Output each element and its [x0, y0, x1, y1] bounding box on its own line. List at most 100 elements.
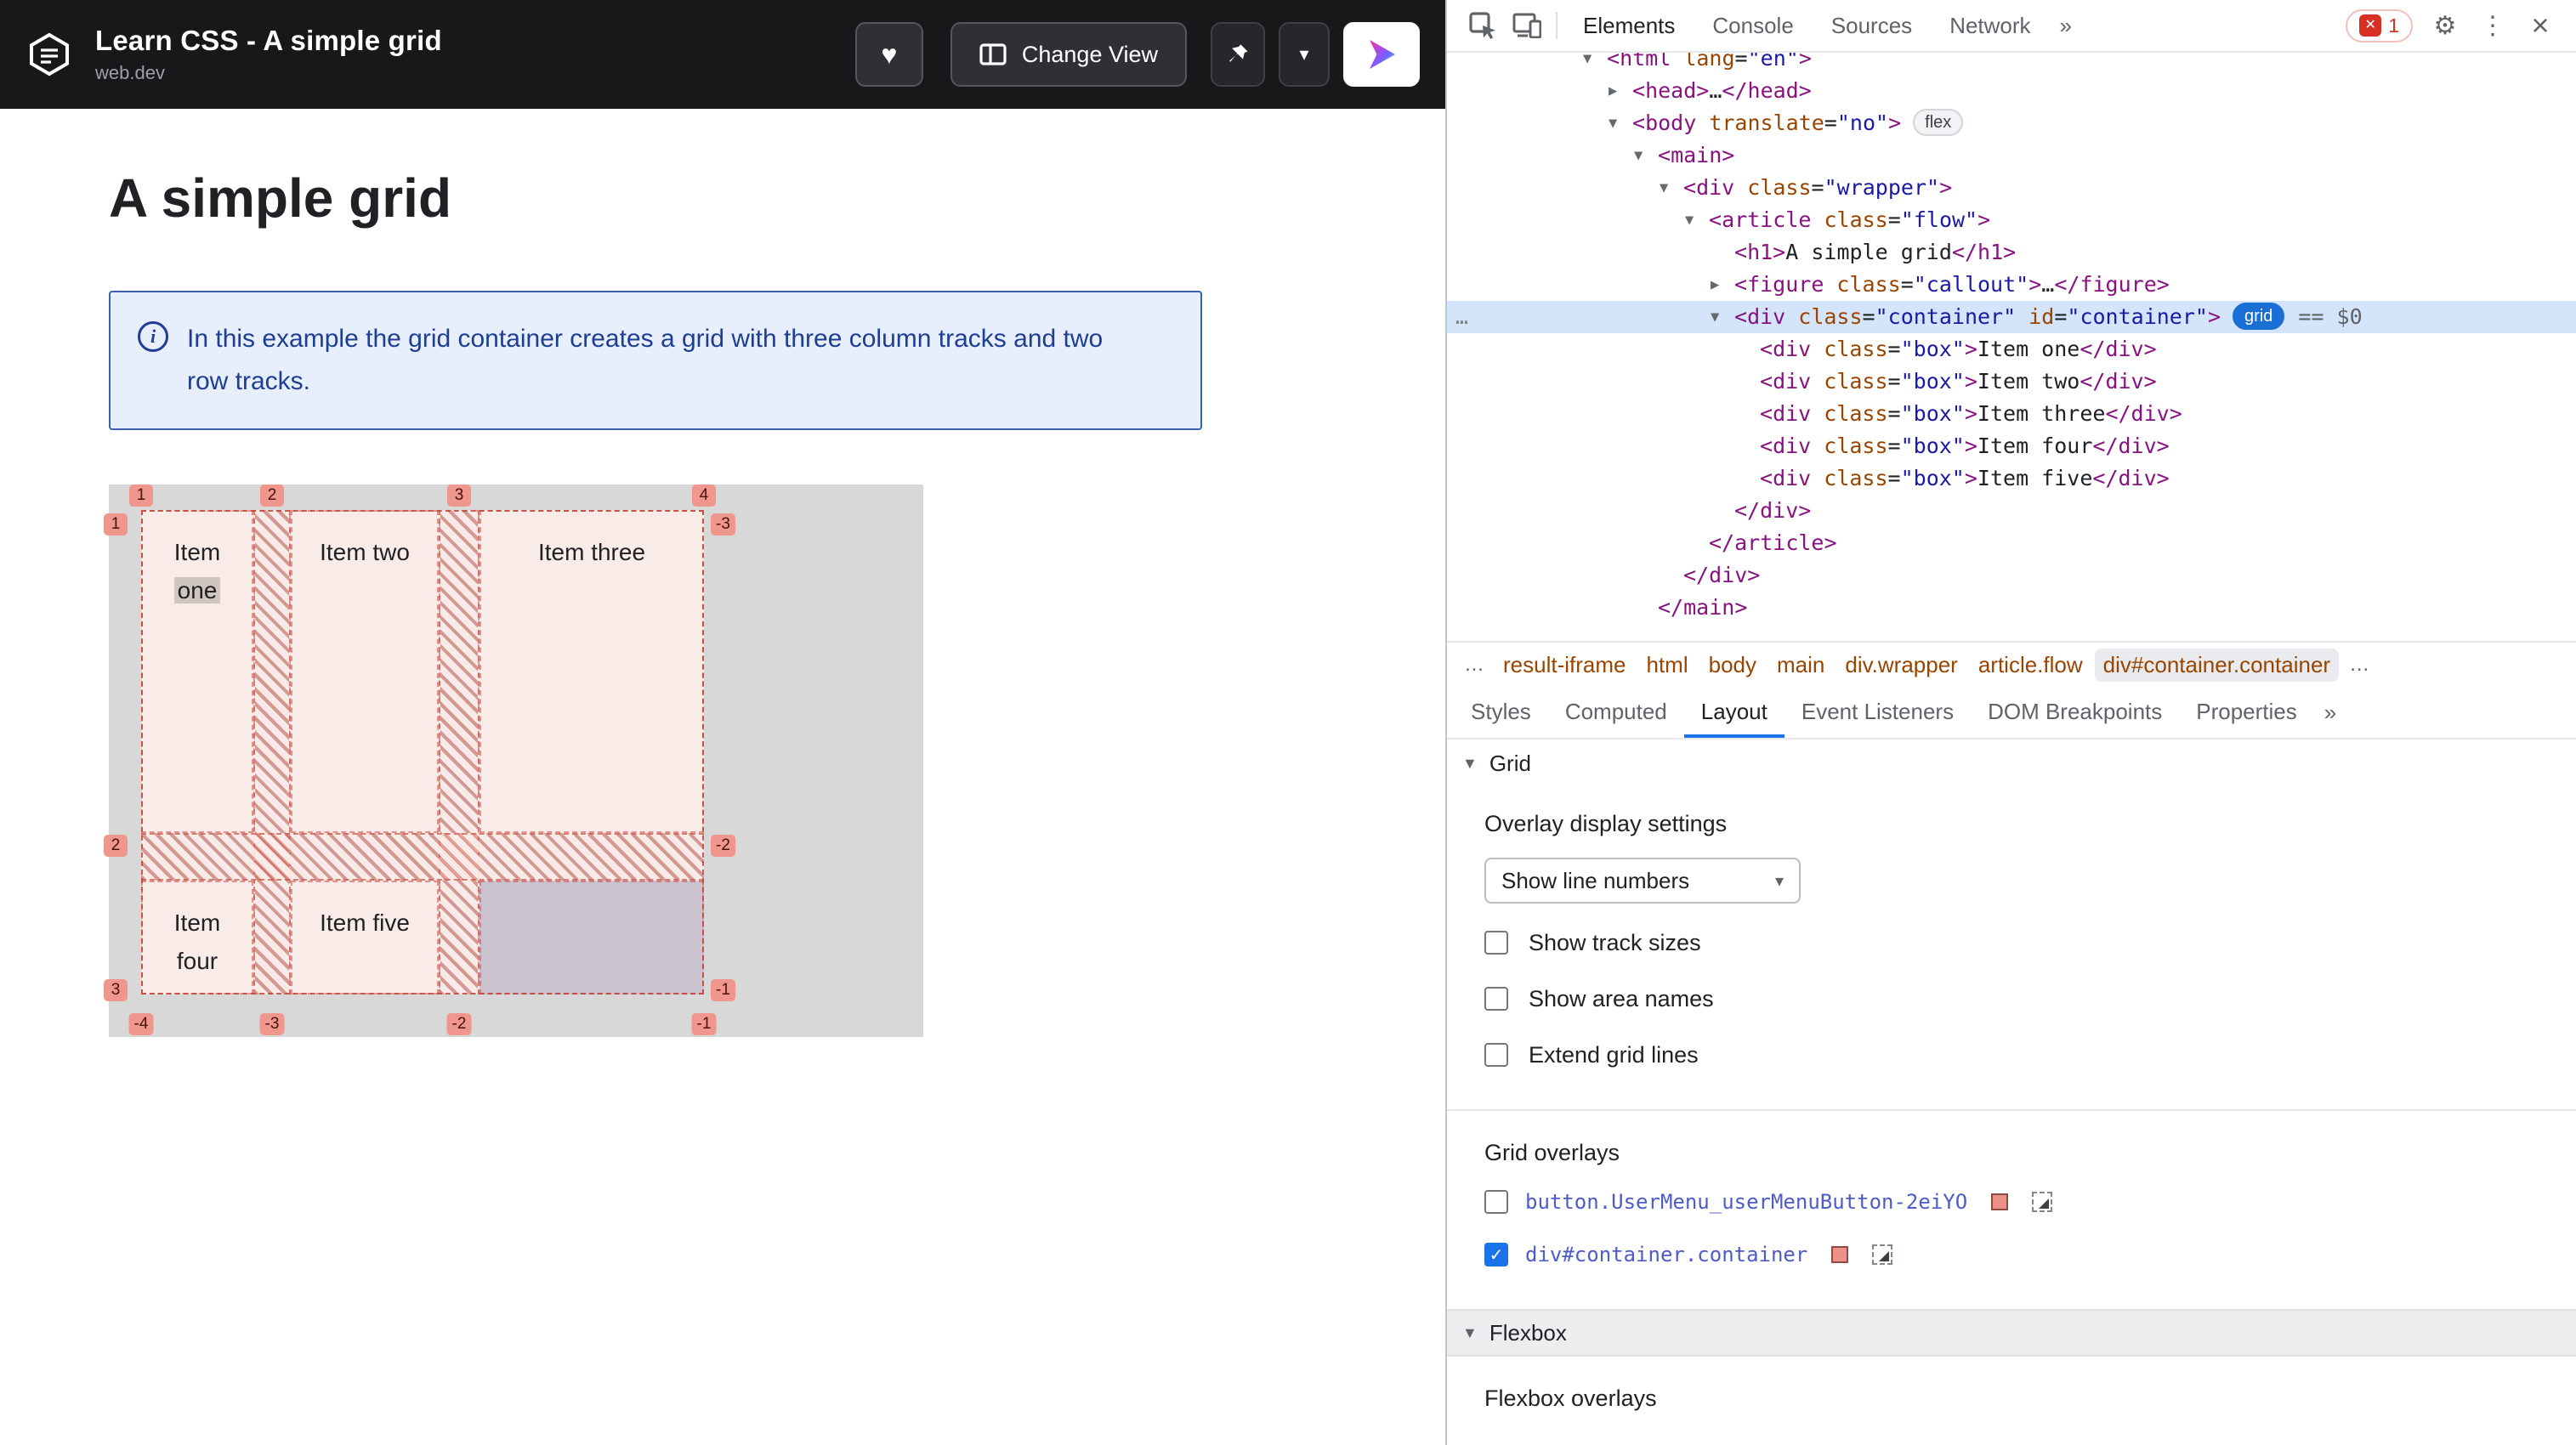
- expand-arrow-down-icon[interactable]: ▼: [1609, 115, 1618, 132]
- error-badge[interactable]: ✕ 1: [2346, 8, 2413, 42]
- inspect-element-icon[interactable]: [1461, 3, 1505, 48]
- subtab-computed[interactable]: Computed: [1564, 699, 1667, 724]
- flexbox-section-body: Flexbox overlays: [1447, 1386, 2576, 1412]
- flexbox-section-header[interactable]: ▼ Flexbox: [1447, 1309, 2576, 1357]
- dom-tree-node[interactable]: ▼<article class="flow">: [1447, 204, 2576, 236]
- more-tabs-button[interactable]: »: [2059, 12, 2073, 38]
- kebab-menu-icon[interactable]: ⋮: [2480, 11, 2505, 40]
- node-actions-ellipsis[interactable]: …: [1455, 304, 1471, 329]
- expand-arrow-down-icon[interactable]: ▼: [1634, 147, 1643, 164]
- info-icon: i: [138, 321, 168, 352]
- site-brand[interactable]: Learn CSS - A simple grid web.dev: [26, 25, 855, 84]
- expand-arrow-down-icon[interactable]: ▼: [1583, 53, 1592, 67]
- expand-arrow-right-icon[interactable]: ▶: [1609, 82, 1618, 99]
- expand-arrow-down-icon[interactable]: ▼: [1660, 179, 1669, 196]
- dom-tree-node[interactable]: ▼<div class="wrapper">: [1447, 172, 2576, 204]
- breadcrumb-item[interactable]: div#container.container: [2094, 648, 2340, 682]
- pin-icon: [1229, 44, 1248, 62]
- grid-line-number-badge: -3: [259, 1013, 285, 1035]
- subtab-properties[interactable]: Properties: [2196, 699, 2297, 724]
- breadcrumb-overflow-end[interactable]: …: [2349, 653, 2370, 676]
- grid-empty-cell: [479, 881, 704, 994]
- dom-tree-node[interactable]: <div class="box">Item two</div>: [1760, 369, 2157, 394]
- breadcrumb-item[interactable]: result-iframe: [1503, 651, 1626, 677]
- grid-line-number-badge: 1: [104, 513, 128, 536]
- change-view-button[interactable]: Change View: [950, 22, 1187, 87]
- pin-button[interactable]: [1211, 22, 1265, 87]
- grid-line-number-badge: -3: [711, 513, 735, 536]
- tab-elements[interactable]: Elements: [1583, 13, 1676, 38]
- remix-button[interactable]: [1343, 22, 1420, 87]
- dom-tree-node[interactable]: ▼<body translate="no">flex: [1447, 107, 2576, 139]
- overlay-element-name[interactable]: div#container.container: [1525, 1243, 1808, 1266]
- settings-gear-icon[interactable]: ⚙: [2433, 11, 2457, 40]
- breadcrumb-item[interactable]: div.wrapper: [1845, 651, 1958, 677]
- checkbox-unchecked[interactable]: [1484, 1043, 1508, 1067]
- dom-tree: ▼<html lang="en">▶<head>…</head>▼<body t…: [1447, 53, 2576, 624]
- subtab-styles[interactable]: Styles: [1471, 699, 1531, 724]
- pin-menu-button[interactable]: ▾: [1279, 22, 1330, 87]
- breadcrumb-item[interactable]: html: [1646, 651, 1688, 677]
- expand-arrow-down-icon[interactable]: ▼: [1685, 212, 1694, 229]
- inspect-cursor-icon: [1469, 12, 1495, 39]
- grid-item: Item two: [291, 510, 439, 833]
- tab-console[interactable]: Console: [1712, 13, 1794, 38]
- dom-tree-node[interactable]: ▼<html lang="en">: [1447, 53, 2576, 75]
- dom-tree-node[interactable]: ▶<figure class="callout">…</figure>: [1447, 269, 2576, 301]
- select-overlay-element-icon[interactable]: [1872, 1244, 1893, 1265]
- grid-item: Item one: [141, 510, 253, 833]
- error-icon: ✕: [2359, 14, 2382, 37]
- grid-item: Item four: [141, 881, 253, 994]
- breadcrumb-overflow-button[interactable]: …: [1464, 653, 1484, 676]
- dom-tree-node[interactable]: <div class="box">Item four</div>: [1760, 434, 2170, 458]
- overlay-color-swatch: [1831, 1246, 1849, 1263]
- sidebar-pane-tabs: Styles Computed Layout Event Listeners DOM B…: [1447, 687, 2576, 740]
- breadcrumb-item[interactable]: main: [1777, 651, 1825, 677]
- breadcrumb-item[interactable]: article.flow: [1977, 651, 2083, 677]
- line-numbers-select[interactable]: Show line numbers ▾: [1484, 858, 1801, 904]
- dom-tree-node[interactable]: </article>: [1709, 530, 1837, 555]
- grid-badge[interactable]: grid: [2233, 303, 2285, 330]
- dom-tree-node[interactable]: ▼<main>: [1447, 139, 2576, 172]
- grid-row-gap-hatch: [141, 833, 704, 881]
- dom-tree-wrap: ▼<html lang="en">▶<head>…</head>▼<body t…: [1447, 53, 2576, 641]
- select-value: Show line numbers: [1501, 867, 1690, 893]
- dom-tree-node[interactable]: <div class="box">Item three</div>: [1760, 401, 2182, 426]
- grid-section-header[interactable]: ▼ Grid: [1447, 740, 2576, 787]
- select-overlay-element-icon[interactable]: [2032, 1192, 2053, 1212]
- checkbox-checked[interactable]: ✓: [1484, 1243, 1508, 1266]
- dom-tree-node[interactable]: </div>: [1683, 563, 1761, 587]
- expand-arrow-down-icon[interactable]: ▼: [1711, 309, 1720, 326]
- dom-tree-node[interactable]: </main>: [1658, 595, 1748, 620]
- subtab-dom-breakpoints[interactable]: DOM Breakpoints: [1988, 699, 2163, 724]
- grid-overlay-list: button.UserMenu_userMenuButton-2eiYO ✓ div…: [1484, 1185, 2549, 1272]
- dom-tree-node[interactable]: ▶<head>…</head>: [1447, 75, 2576, 107]
- page-title: Learn CSS - A simple grid: [95, 25, 442, 56]
- dom-tree-node[interactable]: <div class="box">Item one</div>: [1760, 337, 2157, 361]
- expand-arrow-right-icon[interactable]: ▶: [1711, 276, 1720, 293]
- close-devtools-icon[interactable]: ×: [2531, 8, 2550, 42]
- breadcrumb-item[interactable]: body: [1708, 651, 1756, 677]
- checkbox-unchecked[interactable]: [1484, 931, 1508, 955]
- dom-tree-node[interactable]: <div class="box">Item five</div>: [1760, 466, 2170, 490]
- tab-network[interactable]: Network: [1949, 13, 2031, 38]
- dom-tree-node[interactable]: </div>: [1734, 498, 1812, 523]
- subtab-event-listeners[interactable]: Event Listeners: [1801, 699, 1955, 724]
- flexbox-overlays-label: Flexbox overlays: [1484, 1386, 1657, 1411]
- breadcrumb: … result-iframe html body main div.wrapper art…: [1447, 641, 2576, 687]
- checkbox-unchecked[interactable]: [1484, 987, 1508, 1011]
- flex-badge[interactable]: flex: [1913, 109, 1964, 136]
- site-name: web.dev: [95, 62, 165, 83]
- tab-sources[interactable]: Sources: [1830, 13, 1913, 38]
- checkbox-unchecked[interactable]: [1484, 1190, 1508, 1214]
- checkbox-label: Show track sizes: [1529, 929, 1701, 955]
- dom-tree-node[interactable]: …▼<div class="container" id="container">…: [1447, 301, 2576, 333]
- more-subtabs-button[interactable]: »: [2324, 699, 2337, 725]
- overlay-element-name[interactable]: button.UserMenu_userMenuButton-2eiYO: [1525, 1190, 1968, 1214]
- device-toolbar-icon[interactable]: [1505, 3, 1549, 48]
- subtab-layout[interactable]: Layout: [1684, 687, 1784, 738]
- favorite-button[interactable]: ♥: [854, 22, 923, 87]
- layout-pane: ▼ Grid Overlay display settings Show lin…: [1447, 740, 2576, 1445]
- dom-tree-node[interactable]: <h1>A simple grid</h1>: [1734, 240, 2017, 264]
